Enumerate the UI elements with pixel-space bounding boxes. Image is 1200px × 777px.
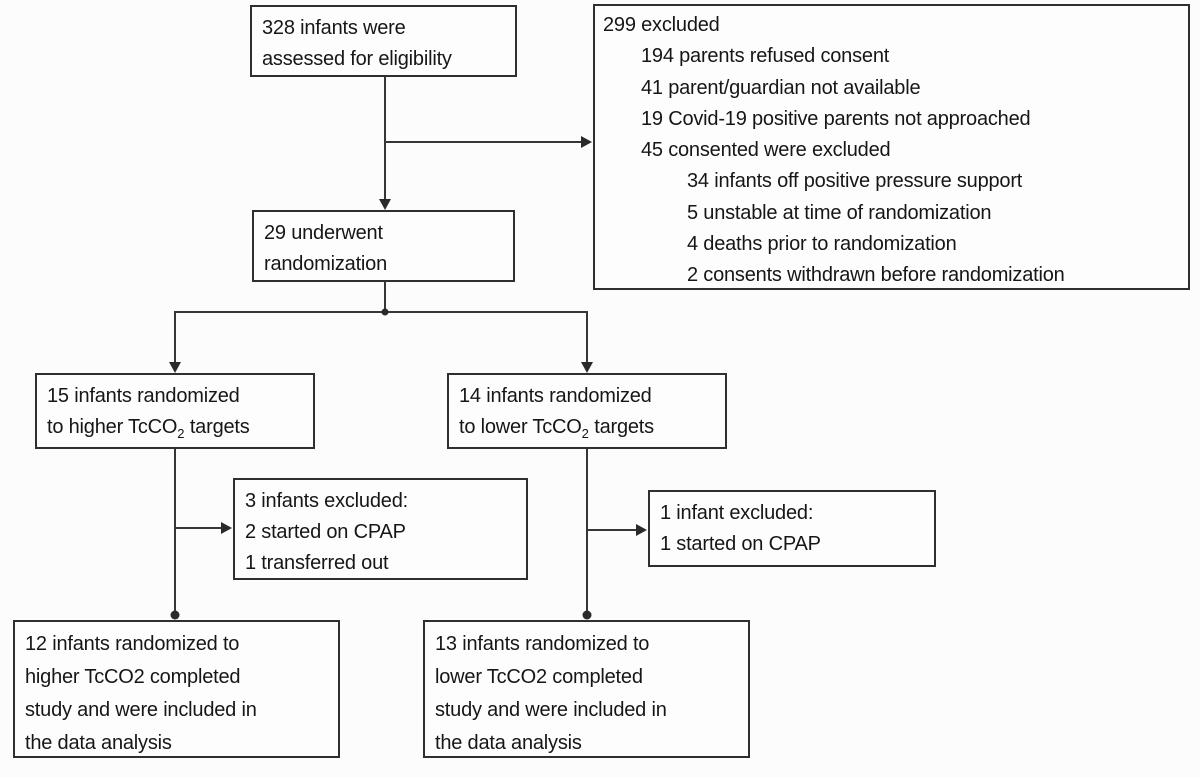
box-line: 4 deaths prior to randomization: [687, 233, 957, 256]
box-excluded-reasons: 299 excluded 194 parents refused consent…: [593, 4, 1190, 290]
box-line: 1 infant excluded:: [660, 502, 814, 524]
box-excluded-left-arm: 3 infants excluded: 2 started on CPAP 1 …: [233, 478, 528, 580]
arrowhead-down-icon: [169, 362, 181, 373]
box-line: to higher TcCO2 targets: [47, 416, 250, 441]
box-line: 299 excluded: [603, 14, 720, 36]
box-line: 328 infants were: [262, 17, 406, 39]
box-line: 1 started on CPAP: [660, 533, 821, 555]
box-line: randomization: [264, 253, 388, 275]
arrowhead-right-icon: [636, 524, 647, 536]
box-assessed-for-eligibility: 328 infants were assessed for eligibilit…: [250, 5, 517, 77]
box-line: study and were included in: [435, 699, 667, 721]
box-line: lower TcCO2 completed: [435, 666, 643, 688]
box-line: 13 infants randomized to: [435, 633, 650, 655]
box-line: 3 infants excluded:: [245, 490, 408, 512]
subscript: 2: [581, 426, 589, 441]
box-line: assessed for eligibility: [262, 48, 452, 70]
box-line: 12 infants randomized to: [25, 633, 240, 655]
box-randomized-lower-tcco2: 14 infants randomized to lower TcCO2 tar…: [447, 373, 727, 449]
box-line: 34 infants off positive pressure support: [687, 170, 1023, 193]
junction-dot: [381, 308, 389, 316]
box-line: 14 infants randomized: [459, 385, 652, 407]
box-line: 194 parents refused consent: [641, 45, 890, 68]
box-line: 2 consents withdrawn before randomizatio…: [687, 264, 1065, 287]
arrowhead-dot-icon: [170, 610, 180, 620]
subscript: 2: [177, 426, 185, 441]
box-line: 29 underwent: [264, 222, 383, 244]
box-line: 2 started on CPAP: [245, 521, 406, 543]
arrowhead-dot-icon: [582, 610, 592, 620]
arrowhead-right-icon: [581, 136, 592, 148]
box-line: to lower TcCO2 targets: [459, 416, 654, 441]
box-underwent-randomization: 29 underwent randomization: [252, 210, 515, 282]
box-line: 19 Covid-19 positive parents not approac…: [641, 107, 1031, 130]
box-completed-lower-tcco2: 13 infants randomized to lower TcCO2 com…: [423, 620, 750, 758]
box-line: 5 unstable at time of randomization: [687, 201, 992, 224]
box-line: 41 parent/guardian not available: [641, 76, 921, 99]
arrowhead-down-icon: [379, 199, 391, 210]
box-excluded-right-arm: 1 infant excluded: 1 started on CPAP: [648, 490, 936, 567]
box-line: 45 consented were excluded: [641, 139, 891, 162]
box-randomized-higher-tcco2: 15 infants randomized to higher TcCO2 ta…: [35, 373, 315, 449]
arrowhead-right-icon: [221, 522, 232, 534]
box-line: the data analysis: [25, 732, 172, 754]
box-line: the data analysis: [435, 732, 582, 754]
box-line: study and were included in: [25, 699, 257, 721]
arrowhead-down-icon: [581, 362, 593, 373]
box-line: 15 infants randomized: [47, 385, 240, 407]
box-line: 1 transferred out: [245, 552, 389, 574]
box-completed-higher-tcco2: 12 infants randomized to higher TcCO2 co…: [13, 620, 340, 758]
box-line: higher TcCO2 completed: [25, 666, 241, 688]
